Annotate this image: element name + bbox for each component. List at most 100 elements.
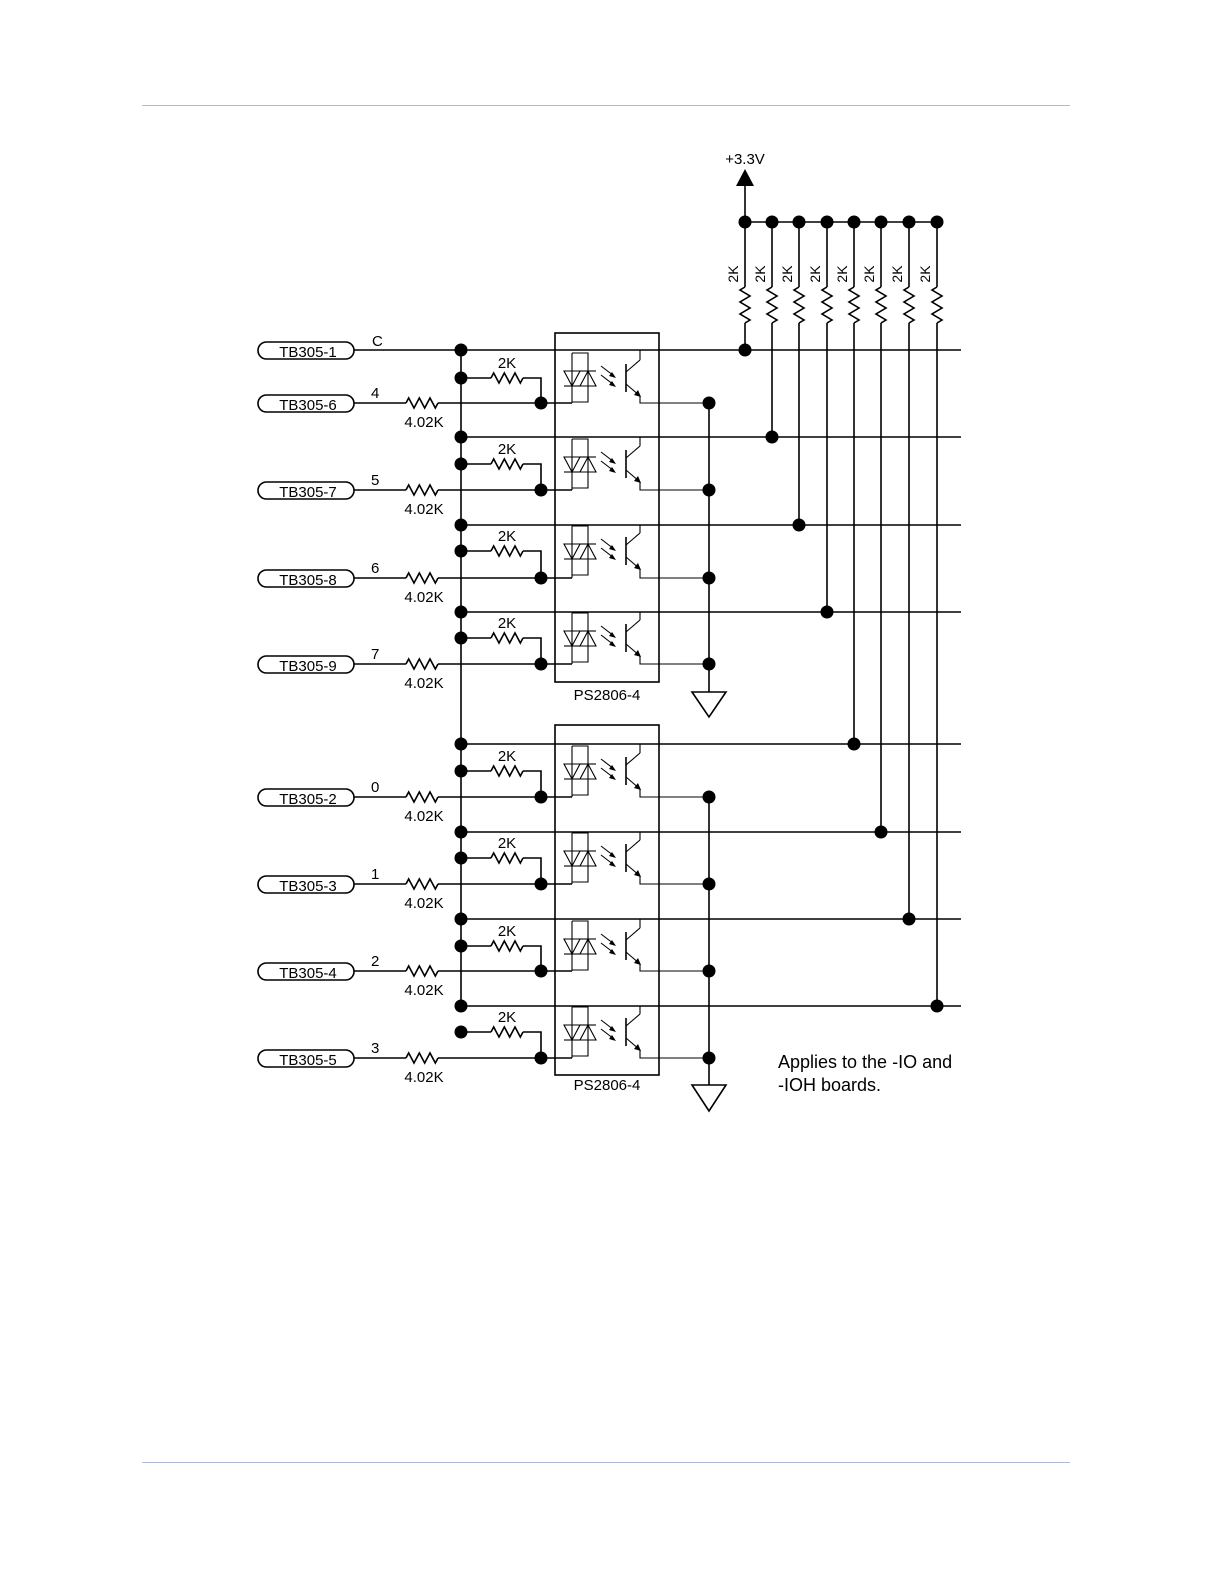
led-resistor-label: 2K xyxy=(498,1009,516,1026)
pullup-resistor-label: 2K xyxy=(807,265,823,283)
pullup-resistor-label: 2K xyxy=(917,265,933,283)
input-resistor-label: 4.02K xyxy=(404,589,443,606)
ic-upper-outline xyxy=(555,333,659,682)
input-resistor xyxy=(406,879,438,889)
junction-dot xyxy=(703,397,716,410)
pullup-resistor-label: 2K xyxy=(752,265,768,283)
terminal-label: TB305-4 xyxy=(279,965,337,982)
pullup-resistor: 2K xyxy=(861,216,888,833)
optocoupler-icon xyxy=(564,437,709,490)
pullup-resistor: 2K xyxy=(779,216,806,526)
junction-dot xyxy=(766,216,779,229)
junction-dot xyxy=(703,484,716,497)
wiring xyxy=(461,185,937,1085)
led-resistor-label: 2K xyxy=(498,835,516,852)
pullup-resistor: 2K xyxy=(752,216,779,438)
terminal-label: TB305-8 xyxy=(279,572,337,589)
ground-icon-lower xyxy=(692,1085,726,1111)
input-channel: TB305-974.02K2K xyxy=(258,606,961,693)
supply-arrow-icon xyxy=(736,169,754,186)
optocoupler-icon xyxy=(564,832,709,884)
led-resistor-label: 2K xyxy=(498,528,516,545)
input-resistor-label: 4.02K xyxy=(404,895,443,912)
junction-dot xyxy=(455,632,468,645)
junction-dot xyxy=(455,765,468,778)
common-signal-label: C xyxy=(372,333,383,350)
supply-label: +3.3V xyxy=(725,151,765,168)
input-resistor xyxy=(406,1053,438,1063)
input-resistor-label: 4.02K xyxy=(404,414,443,431)
optocoupler-icon xyxy=(564,744,709,797)
led-resistor xyxy=(491,853,523,863)
junction-dot xyxy=(703,572,716,585)
led-resistor-label: 2K xyxy=(498,923,516,940)
note-line1: Applies to the -IO and xyxy=(778,1052,952,1072)
note-line2: -IOH boards. xyxy=(778,1075,881,1095)
signal-label: 7 xyxy=(371,646,379,663)
common-terminal: TB305-1 C xyxy=(258,333,461,361)
input-resistor-label: 4.02K xyxy=(404,808,443,825)
led-resistor xyxy=(491,633,523,643)
signal-label: 5 xyxy=(371,472,379,489)
common-terminal-label: TB305-1 xyxy=(279,344,337,361)
junction-dot xyxy=(703,878,716,891)
led-resistor-label: 2K xyxy=(498,615,516,632)
junction-dot xyxy=(703,1052,716,1065)
terminal-label: TB305-9 xyxy=(279,658,337,675)
led-resistor-label: 2K xyxy=(498,355,516,372)
pullup-resistor: 2K xyxy=(725,216,752,351)
junction-dot xyxy=(703,658,716,671)
junction-dot xyxy=(703,791,716,804)
signal-label: 6 xyxy=(371,560,379,577)
led-resistor xyxy=(491,1027,523,1037)
input-resistor xyxy=(406,792,438,802)
channels: TB305-6 4 4.02K 2K TB305-7 5 4.02K 2K TB305-8 6 4.… xyxy=(258,344,961,1087)
terminal-label: TB305-6 xyxy=(279,397,337,414)
optocoupler-icon xyxy=(564,919,709,971)
pullup-resistor: 2K xyxy=(917,216,944,1007)
input-resistor xyxy=(406,659,438,669)
pullup-resistor-label: 2K xyxy=(725,265,741,283)
optocoupler-icon xyxy=(564,525,709,578)
input-resistor xyxy=(406,573,438,583)
junction-dot xyxy=(739,216,752,229)
signal-label: 3 xyxy=(371,1040,379,1057)
input-channel: TB305-6 4 4.02K 2K xyxy=(258,344,961,432)
junction-dot xyxy=(455,458,468,471)
signal-label: 4 xyxy=(371,385,379,402)
led-resistor xyxy=(491,766,523,776)
led-resistor-label: 2K xyxy=(498,441,516,458)
pullup-resistor-label: 2K xyxy=(889,265,905,283)
junction-dot xyxy=(455,372,468,385)
ic-lower-label: PS2806-4 xyxy=(574,1077,641,1094)
input-resistor-label: 4.02K xyxy=(404,1069,443,1086)
junction-dot xyxy=(703,965,716,978)
signal-label: 2 xyxy=(371,953,379,970)
junction-dot xyxy=(931,216,944,229)
pullup-resistor: 2K xyxy=(807,216,834,613)
input-channel: TB305-8 6 4.02K 2K xyxy=(258,519,961,607)
optocoupler-icon xyxy=(564,1006,709,1058)
terminal-label: TB305-2 xyxy=(279,791,337,808)
pullup-resistor: 2K xyxy=(889,216,916,920)
pullup-resistor-label: 2K xyxy=(779,265,795,283)
led-resistor xyxy=(491,546,523,556)
terminal-label: TB305-7 xyxy=(279,484,337,501)
junction-dot xyxy=(455,940,468,953)
junction-dot xyxy=(455,545,468,558)
junction-dot xyxy=(903,216,916,229)
junction-dot xyxy=(821,216,834,229)
led-resistor xyxy=(491,459,523,469)
junction-dot xyxy=(455,852,468,865)
led-resistor xyxy=(491,941,523,951)
optocoupler-icon xyxy=(564,612,709,664)
ground-icon-upper xyxy=(692,692,726,717)
led-resistor xyxy=(491,373,523,383)
terminal-label: TB305-3 xyxy=(279,878,337,895)
signal-label: 1 xyxy=(371,866,379,883)
input-resistor xyxy=(406,398,438,408)
